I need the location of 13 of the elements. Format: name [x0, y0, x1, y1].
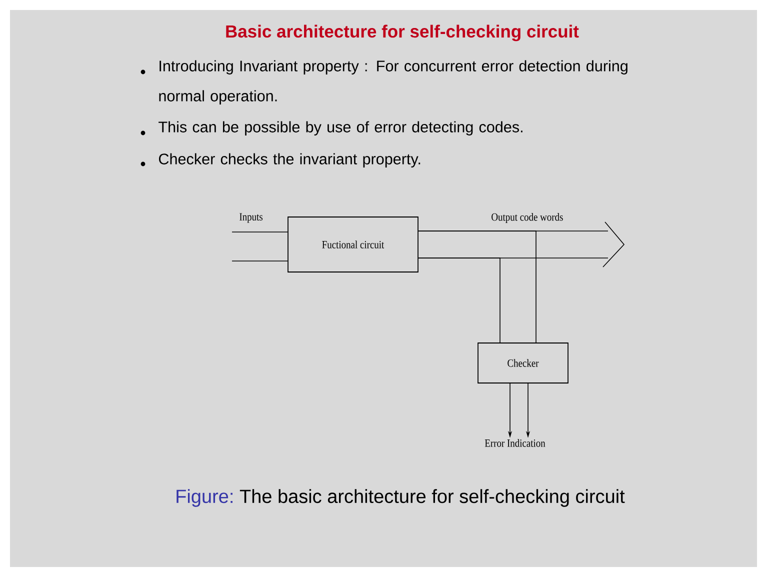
bullet-point: Checker checks the invariant property.	[140, 153, 420, 168]
connector-line	[418, 258, 500, 343]
figure-caption: Figure: The basic architecture for self-checking circuit	[176, 489, 625, 507]
edge-label: Inputs	[238, 212, 264, 224]
slide-title: Basic architecture for self-checking circuit	[226, 24, 579, 42]
edge-label: Output code words	[490, 212, 564, 224]
block-box: Fuctional circuit	[288, 216, 418, 272]
bullet-point: Introducing Invariant property : For concurrent error detection during normal operation.	[140, 60, 628, 104]
output-label: Error Indication	[484, 439, 546, 447]
connector-line	[418, 230, 536, 343]
bullet-point: This can be possible by use of error detecting codes.	[140, 121, 522, 136]
connector-line	[232, 260, 288, 262]
block-box: Checker	[478, 342, 568, 384]
